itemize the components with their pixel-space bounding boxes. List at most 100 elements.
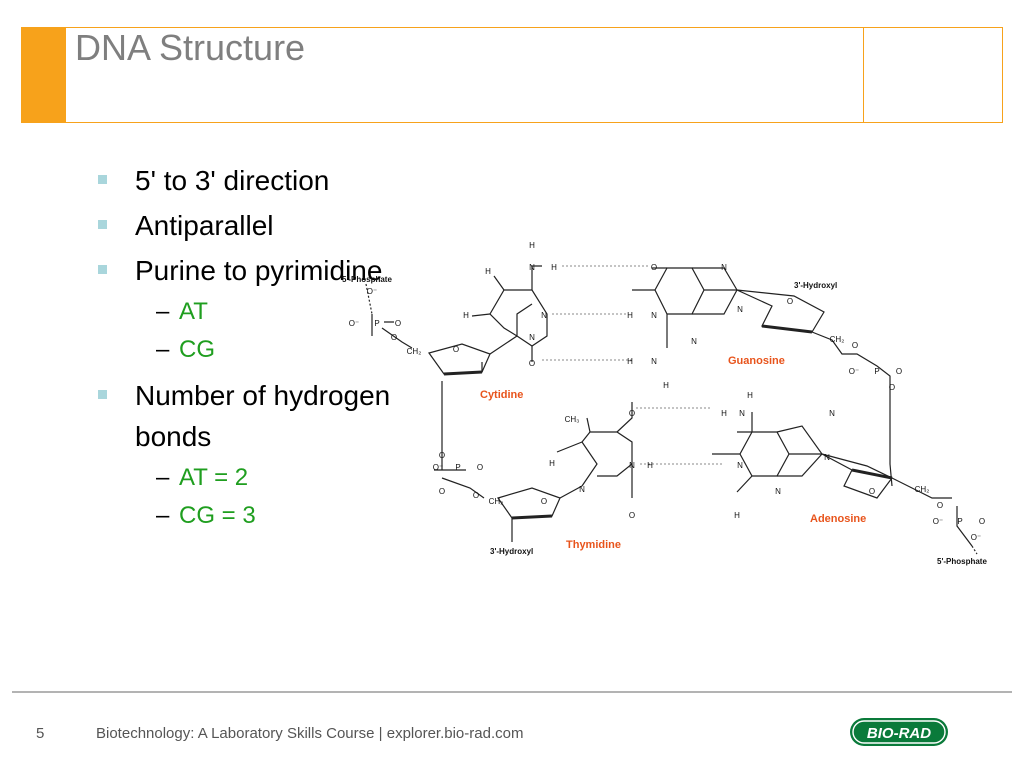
atom-label: CH₃ bbox=[565, 415, 580, 424]
bullet-text: Number of hydrogen bonds bbox=[135, 380, 391, 452]
atom-label: CH₂ bbox=[830, 335, 845, 344]
atom-label: O bbox=[477, 463, 483, 472]
atom-label: N bbox=[824, 453, 830, 462]
atom-label: N bbox=[737, 305, 743, 314]
atom-label: H bbox=[485, 267, 491, 276]
atom-label: O⁻ bbox=[349, 319, 359, 328]
atom-label: O bbox=[979, 517, 985, 526]
atom-label: P bbox=[874, 367, 879, 376]
logo-badge bbox=[850, 718, 948, 746]
atom-label: H bbox=[627, 357, 633, 366]
atom-label: O bbox=[541, 497, 547, 506]
atom-label: N bbox=[739, 409, 745, 418]
dash-marker: – bbox=[156, 502, 170, 529]
bio-rad-logo: BIO-RAD bbox=[850, 718, 948, 746]
sub-bullet-text: CG = 3 bbox=[179, 502, 256, 529]
sub-bullet-list: –AT = 2 –CG = 3 bbox=[135, 459, 398, 535]
atom-label: H bbox=[529, 241, 535, 250]
dash-marker: – bbox=[156, 298, 170, 325]
adenosine-label: Adenosine bbox=[810, 513, 866, 525]
dash-marker: – bbox=[156, 336, 170, 363]
title-bar bbox=[21, 27, 1003, 123]
bullet-marker bbox=[98, 175, 107, 184]
atom-label: O bbox=[473, 491, 479, 500]
atom-label: N bbox=[651, 357, 657, 366]
dna-base-pair-diagram: H N H O H H N H N N N N N O H N H O O O⁻… bbox=[342, 241, 987, 566]
atom-label: N bbox=[775, 487, 781, 496]
atom-label: N bbox=[691, 337, 697, 346]
atom-label: O bbox=[852, 341, 858, 350]
bullet-text: Purine to pyrimidine bbox=[135, 255, 383, 286]
atom-label: H bbox=[627, 311, 633, 320]
bullet-item: Number of hydrogen bonds –AT = 2 –CG = 3 bbox=[98, 375, 398, 535]
title-accent-bar bbox=[22, 28, 66, 122]
atom-label: O bbox=[629, 511, 635, 520]
atom-label: O bbox=[651, 263, 657, 272]
atom-label: N bbox=[737, 461, 743, 470]
footer-text: Biotechnology: A Laboratory Skills Cours… bbox=[96, 725, 524, 742]
bullet-marker bbox=[98, 390, 107, 399]
sub-bullet-item: –AT = 2 bbox=[135, 459, 398, 497]
atom-label: O⁻ bbox=[849, 367, 859, 376]
slide-title: DNA Structure bbox=[75, 27, 306, 68]
bullet-item: Purine to pyrimidine –AT –CG bbox=[98, 250, 398, 369]
hydrogen-bonds bbox=[542, 265, 722, 465]
sub-bullet-item: –AT bbox=[135, 293, 398, 331]
atom-label: P bbox=[455, 463, 460, 472]
logo-badge-ring bbox=[852, 720, 946, 744]
atom-label: H bbox=[647, 461, 653, 470]
title-divider bbox=[863, 28, 864, 122]
atom-label: O bbox=[889, 383, 895, 392]
sub-bullet-item: –CG bbox=[135, 331, 398, 369]
sub-bullet-list: –AT –CG bbox=[135, 293, 398, 369]
atom-label: N bbox=[629, 461, 635, 470]
bullet-list: 5' to 3' direction Antiparallel Purine t… bbox=[98, 160, 398, 541]
atom-label: O bbox=[529, 359, 535, 368]
cytidine-label: Cytidine bbox=[480, 389, 523, 401]
guanosine-label: Guanosine bbox=[728, 355, 785, 367]
atom-label: N bbox=[829, 409, 835, 418]
atom-label: N bbox=[529, 333, 535, 342]
atom-label: O bbox=[937, 501, 943, 510]
three-hydroxyl-label: 3'-Hydroxyl bbox=[490, 547, 533, 556]
atom-label: H bbox=[747, 391, 753, 400]
atom-label: H bbox=[721, 409, 727, 418]
sub-bullet-item: –CG = 3 bbox=[135, 497, 398, 535]
atom-label: N bbox=[721, 263, 727, 272]
atom-label: H bbox=[549, 459, 555, 468]
page-number: 5 bbox=[36, 725, 45, 742]
atom-label: P bbox=[374, 319, 379, 328]
atom-label: O⁻ bbox=[367, 287, 377, 296]
atom-label: O bbox=[439, 451, 445, 460]
footer-divider bbox=[12, 691, 1012, 693]
sub-bullet-text: AT = 2 bbox=[179, 464, 249, 491]
atom-label: O bbox=[869, 487, 875, 496]
three-hydroxyl-label: 3'-Hydroxyl bbox=[794, 281, 837, 290]
atom-label: H bbox=[734, 511, 740, 520]
bullet-marker bbox=[98, 220, 107, 229]
bullet-text: 5' to 3' direction bbox=[135, 165, 330, 196]
sub-bullet-text: CG bbox=[179, 336, 215, 363]
atom-label: O bbox=[787, 297, 793, 306]
atom-label: O⁻ bbox=[971, 533, 981, 542]
atom-label: H bbox=[663, 381, 669, 390]
bullet-marker bbox=[98, 265, 107, 274]
atom-label: N bbox=[541, 311, 547, 320]
atom-label: O⁻ bbox=[433, 463, 443, 472]
bullet-item: 5' to 3' direction bbox=[98, 160, 398, 201]
atom-label: H bbox=[551, 263, 557, 272]
atom-label: O bbox=[439, 487, 445, 496]
atom-label: O bbox=[395, 319, 401, 328]
atom-label: O⁻ bbox=[933, 517, 943, 526]
terminal-labels: 5'-Phosphate 3'-Hydroxyl 3'-Hydroxyl 5'-… bbox=[342, 275, 987, 566]
bullet-text: Antiparallel bbox=[135, 210, 274, 241]
covalent-bonds bbox=[365, 265, 978, 555]
atom-label: N bbox=[579, 485, 585, 494]
atom-labels: H N H O H H N H N N N N N O H N H O O O⁻… bbox=[349, 241, 985, 542]
bullet-item: Antiparallel bbox=[98, 205, 398, 246]
atom-label: CH₂ bbox=[489, 497, 504, 506]
atom-label: CH₂ bbox=[915, 485, 930, 494]
five-phosphate-label: 5'-Phosphate bbox=[937, 557, 987, 566]
thymidine-label: Thymidine bbox=[566, 539, 621, 551]
atom-label: P bbox=[957, 517, 962, 526]
